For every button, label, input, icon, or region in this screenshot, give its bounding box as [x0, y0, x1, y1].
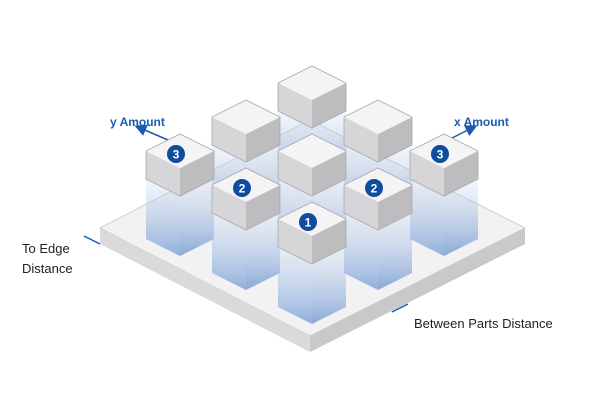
cubes-group: 3 3 2 2 1: [145, 65, 479, 324]
cube-left-face: [410, 151, 444, 196]
cube-outline: [343, 167, 413, 231]
badge-3-right-circle: [431, 145, 449, 163]
x-amount-label: x Amount: [454, 115, 509, 129]
cube-shadow-right: [246, 213, 280, 290]
cube-left-face: [212, 185, 246, 230]
cube-right-face: [312, 219, 346, 264]
cube-outline: [277, 201, 347, 265]
base-plate-left-side: [100, 228, 310, 352]
cube-mid-left: 2: [211, 167, 281, 290]
badge-2-right: 2: [371, 182, 378, 196]
cube-left-face: [278, 83, 312, 128]
cube-shadow-right: [444, 179, 478, 256]
cube-right-face: [180, 151, 214, 196]
between-parts-label: Between Parts Distance: [414, 316, 553, 331]
cube-right-face: [378, 185, 412, 230]
cube-shadow-right: [180, 179, 214, 256]
y-amount-label: y Amount: [110, 115, 165, 129]
cube-outline: [277, 65, 347, 129]
to-edge-label-line1: To Edge: [22, 241, 70, 256]
to-edge-label-line2: Distance: [22, 261, 73, 276]
cube-right-face: [246, 185, 280, 230]
cube-outline: [409, 133, 479, 197]
cube-left-face: [344, 185, 378, 230]
base-plate-right-side: [310, 228, 525, 352]
cube-right-face: [378, 117, 412, 162]
badge-2-right-circle: [365, 179, 383, 197]
badge-1-front-circle: [299, 213, 317, 231]
cube-outline: [211, 167, 281, 231]
badge-2-left: 2: [239, 182, 246, 196]
cube-outline: [343, 99, 413, 163]
cube-front: 1: [277, 201, 347, 324]
cube-right-face: [312, 83, 346, 128]
cube-shadow-left: [212, 213, 246, 290]
cube-shadow-left: [410, 179, 444, 256]
badge-3-left: 3: [173, 148, 180, 162]
cube-shadow-left: [344, 213, 378, 290]
cube-right-face: [246, 117, 280, 162]
badge-3-left-circle: [167, 145, 185, 163]
cube-mid-right: 2: [343, 167, 413, 290]
cube-left-face: [146, 151, 180, 196]
cube-left-face: [344, 117, 378, 162]
cube-left-face: [278, 219, 312, 264]
cube-right-face: [444, 151, 478, 196]
between-parts-marker: [391, 303, 409, 313]
badge-2-left-circle: [233, 179, 251, 197]
cube-outline: [211, 99, 281, 163]
cube-shadow-left: [278, 247, 312, 324]
badge-3-right: 3: [437, 148, 444, 162]
cube-outline: [145, 133, 215, 197]
y-amount-arrow: [134, 124, 169, 141]
cube-right-face: [312, 151, 346, 196]
cube-right: 3: [409, 133, 479, 256]
cube-shadow-left: [146, 179, 180, 256]
cube-shadow-right: [378, 213, 412, 290]
cube-shadow-right: [312, 247, 346, 324]
cube-outline: [277, 133, 347, 197]
cube-left-face: [278, 151, 312, 196]
cube-left-face: [212, 117, 246, 162]
badge-1-front: 1: [305, 216, 312, 230]
to-edge-marker: [83, 235, 101, 245]
cube-left: 3: [145, 133, 215, 256]
